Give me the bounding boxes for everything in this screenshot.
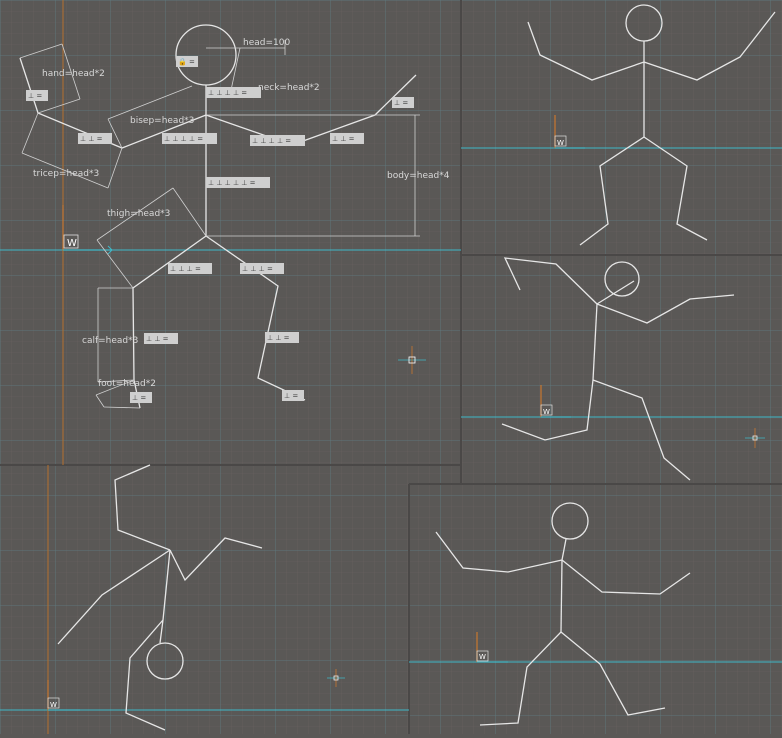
constraint-tag-head[interactable]: 🔒 = [176, 56, 198, 67]
dim-foot[interactable]: foot=head*2 [98, 379, 156, 389]
stick-figure-pose-2[interactable] [501, 257, 735, 481]
svg-text:W: W [50, 701, 57, 709]
ucs-icon: W [540, 385, 571, 418]
left-arm [19, 57, 207, 149]
ucs-icon: W [47, 680, 80, 711]
svg-text:⊥ ⊥ ⊥ =: ⊥ ⊥ ⊥ = [242, 265, 273, 273]
cursor-crosshair [745, 428, 765, 448]
cursor-crosshair [398, 346, 426, 374]
pose-panel-bottom-left[interactable]: W [0, 464, 409, 734]
dimension-labels[interactable]: head=100 neck=head*2 hand=head*2 bisep=h… [33, 38, 450, 389]
constraint-tag-calf-l[interactable]: ⊥ ⊥ = [144, 333, 178, 344]
constraint-tag-forearm-r[interactable]: ⊥ ⊥ = [330, 133, 364, 144]
constraint-tag-calf-r[interactable]: ⊥ ⊥ = [265, 332, 299, 343]
constraint-tag-shoulder-r[interactable]: ⊥ ⊥ ⊥ ⊥ = [250, 135, 305, 146]
svg-text:⊥ ⊥ =: ⊥ ⊥ = [146, 335, 169, 343]
constraint-tag-shoulder-l[interactable]: ⊥ ⊥ ⊥ ⊥ = [162, 133, 217, 144]
svg-text:🔒 =: 🔒 = [178, 58, 195, 66]
dim-neck[interactable]: neck=head*2 [258, 83, 320, 93]
stick-figure-pose-1[interactable] [527, 4, 776, 246]
svg-text:⊥ =: ⊥ = [28, 92, 42, 100]
svg-text:⊥ ⊥ ⊥ =: ⊥ ⊥ ⊥ = [170, 265, 201, 273]
dim-bisep[interactable]: bisep=head*3 [130, 116, 194, 126]
constraint-tag-hand-r[interactable]: ⊥ = [392, 97, 414, 108]
dim-tricep[interactable]: tricep=head*3 [33, 169, 99, 179]
svg-text:⊥ =: ⊥ = [284, 392, 298, 400]
constraint-tag-thigh-r[interactable]: ⊥ ⊥ ⊥ = [240, 263, 284, 274]
svg-text:⊥ ⊥ =: ⊥ ⊥ = [332, 135, 355, 143]
svg-text:W: W [543, 408, 550, 416]
constraint-tag-foot-l[interactable]: ⊥ = [130, 392, 152, 403]
constraint-tag-hand-l[interactable]: ⊥ = [26, 90, 48, 101]
dim-hand[interactable]: hand=head*2 [42, 69, 105, 79]
right-arm [205, 74, 417, 146]
constraint-tag-forearm-l[interactable]: ⊥ ⊥ = [78, 133, 112, 144]
constraint-tag-foot-r[interactable]: ⊥ = [282, 390, 304, 401]
main-figure-panel[interactable]: W [0, 0, 461, 465]
ucs-icon[interactable]: W [62, 205, 113, 255]
svg-text:W: W [479, 653, 486, 661]
ucs-icon: W [476, 632, 508, 663]
dimension-lines [19, 40, 420, 409]
dim-body[interactable]: body=head*4 [387, 171, 450, 181]
svg-text:⊥ ⊥ ⊥ ⊥ =: ⊥ ⊥ ⊥ ⊥ = [252, 137, 291, 145]
constraint-tag-neck[interactable]: ⊥ ⊥ ⊥ ⊥ = [206, 87, 261, 98]
svg-text:⊥ ⊥ =: ⊥ ⊥ = [80, 135, 103, 143]
dim-calf[interactable]: calf=head*3 [82, 336, 138, 346]
pose-panel-middle-right[interactable]: W [461, 257, 782, 481]
svg-text:⊥ =: ⊥ = [132, 394, 146, 402]
svg-text:W: W [557, 139, 564, 147]
stick-figure-pose-3[interactable] [57, 464, 263, 731]
cursor-crosshair [327, 669, 345, 687]
svg-text:⊥ ⊥ ⊥ ⊥ ⊥ =: ⊥ ⊥ ⊥ ⊥ ⊥ = [208, 179, 256, 187]
svg-text:⊥ =: ⊥ = [394, 99, 408, 107]
pose-panel-top-right[interactable]: W [461, 4, 782, 246]
dim-thigh[interactable]: thigh=head*3 [107, 209, 170, 219]
svg-text:⊥ ⊥ =: ⊥ ⊥ = [267, 334, 290, 342]
stick-figure-pose-4[interactable] [435, 502, 691, 726]
ucs-label: W [67, 238, 77, 249]
svg-text:⊥ ⊥ ⊥ ⊥ =: ⊥ ⊥ ⊥ ⊥ = [208, 89, 247, 97]
constraint-tag-thigh-l[interactable]: ⊥ ⊥ ⊥ = [168, 263, 212, 274]
ucs-icon: W [554, 115, 585, 149]
dim-head[interactable]: head=100 [243, 38, 290, 48]
constraint-tags[interactable]: 🔒 = ⊥ ⊥ ⊥ ⊥ = ⊥ = ⊥ = ⊥ ⊥ = ⊥ ⊥ ⊥ ⊥ = [26, 56, 414, 403]
constraint-tag-body[interactable]: ⊥ ⊥ ⊥ ⊥ ⊥ = [206, 177, 270, 188]
pose-panel-bottom-right[interactable]: W [409, 502, 782, 726]
svg-text:⊥ ⊥ ⊥ ⊥ =: ⊥ ⊥ ⊥ ⊥ = [164, 135, 203, 143]
